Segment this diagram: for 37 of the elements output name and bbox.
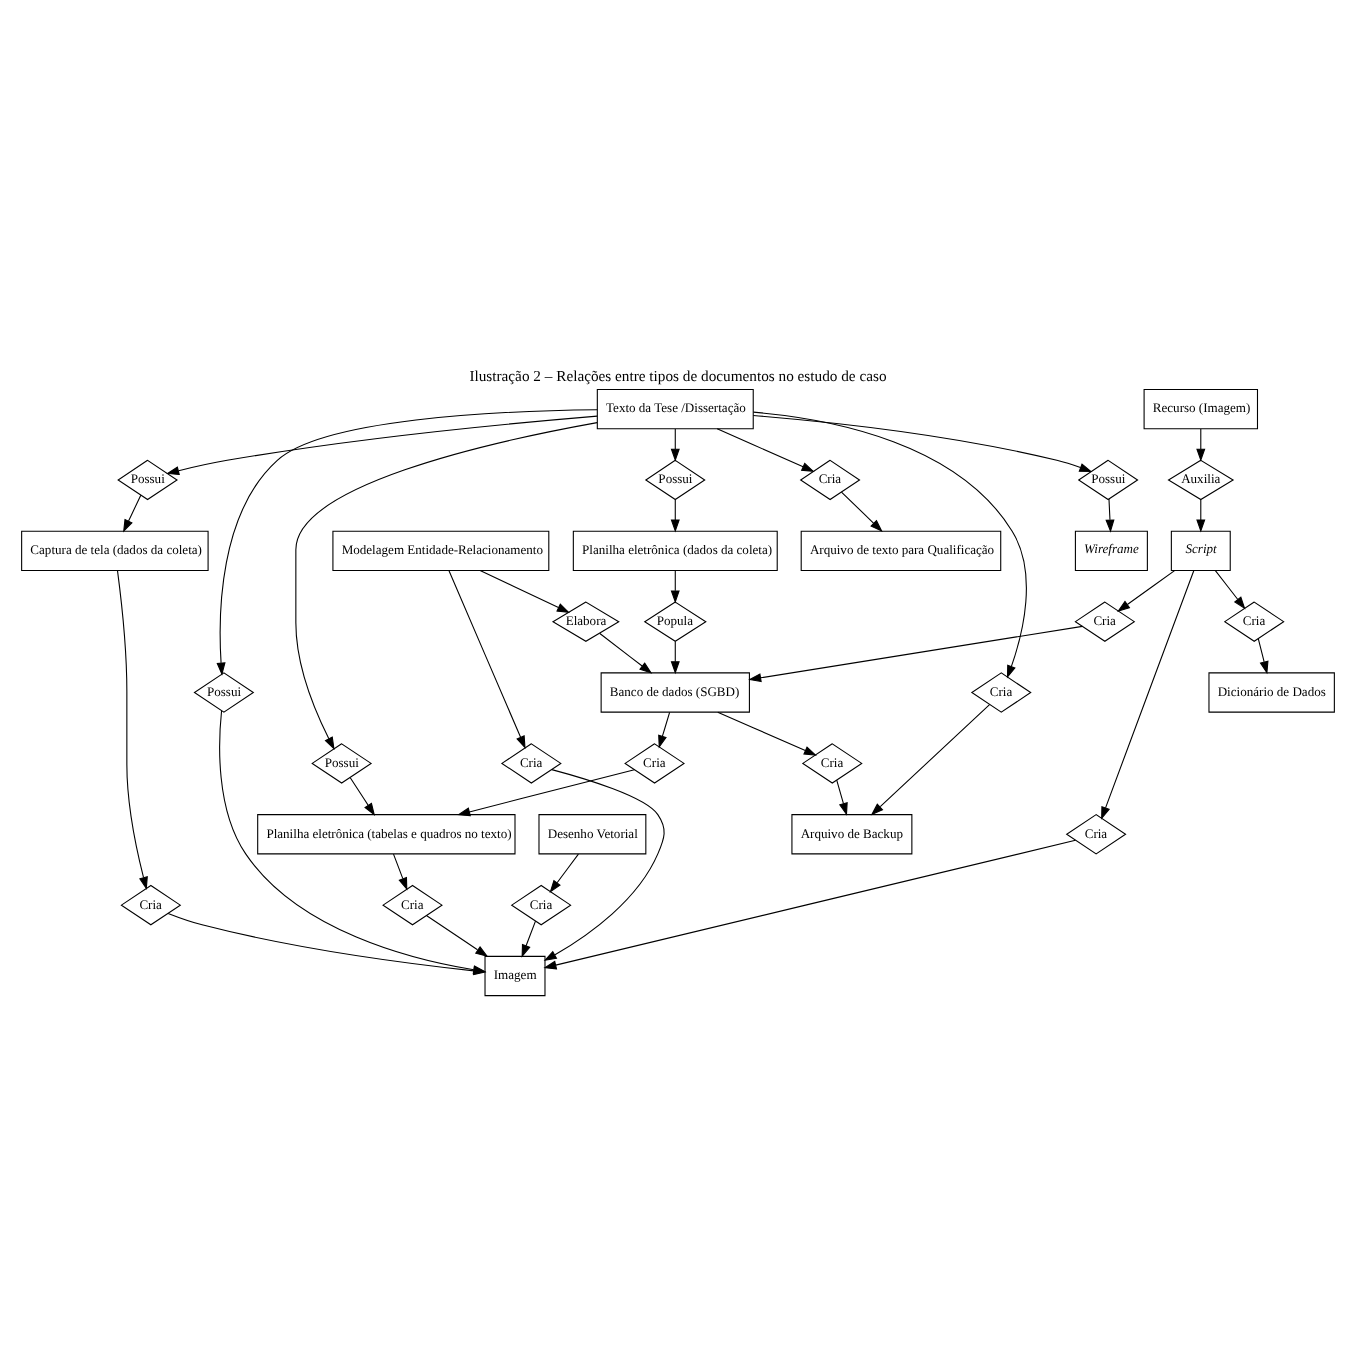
arrow <box>752 411 1027 679</box>
arrow <box>216 409 598 676</box>
arrow <box>1214 570 1246 610</box>
arrow <box>670 428 680 462</box>
arrow <box>717 711 817 756</box>
arrow <box>1117 570 1176 612</box>
arrow <box>543 839 1076 970</box>
arrow <box>716 428 815 472</box>
arrow <box>349 777 376 816</box>
arrow <box>670 499 680 533</box>
arrow <box>1101 570 1195 820</box>
arrow <box>1257 638 1269 675</box>
arrow <box>117 570 148 890</box>
arrow <box>836 779 848 816</box>
arrow <box>599 632 653 674</box>
arrow <box>670 641 680 675</box>
arrow <box>670 570 680 604</box>
arrow <box>748 625 1083 683</box>
arrow <box>479 569 570 614</box>
arrow <box>870 704 991 816</box>
arrow <box>549 853 579 893</box>
arrow <box>392 853 408 891</box>
arrow <box>752 414 1093 473</box>
arrow <box>457 769 635 817</box>
arrow <box>1196 428 1206 462</box>
arrow <box>840 491 883 533</box>
arrow <box>658 711 671 749</box>
arrow <box>1196 499 1206 533</box>
arrow <box>448 570 526 749</box>
arrow <box>295 422 598 750</box>
arrow <box>166 415 598 476</box>
arrow <box>426 915 489 958</box>
arrow <box>543 769 665 962</box>
arrow <box>123 494 142 533</box>
arrow <box>1105 498 1115 533</box>
diagram-title: Ilustração 2 – Relações entre tipos de documentos no estudo de caso <box>469 366 887 385</box>
arrow <box>521 920 537 958</box>
